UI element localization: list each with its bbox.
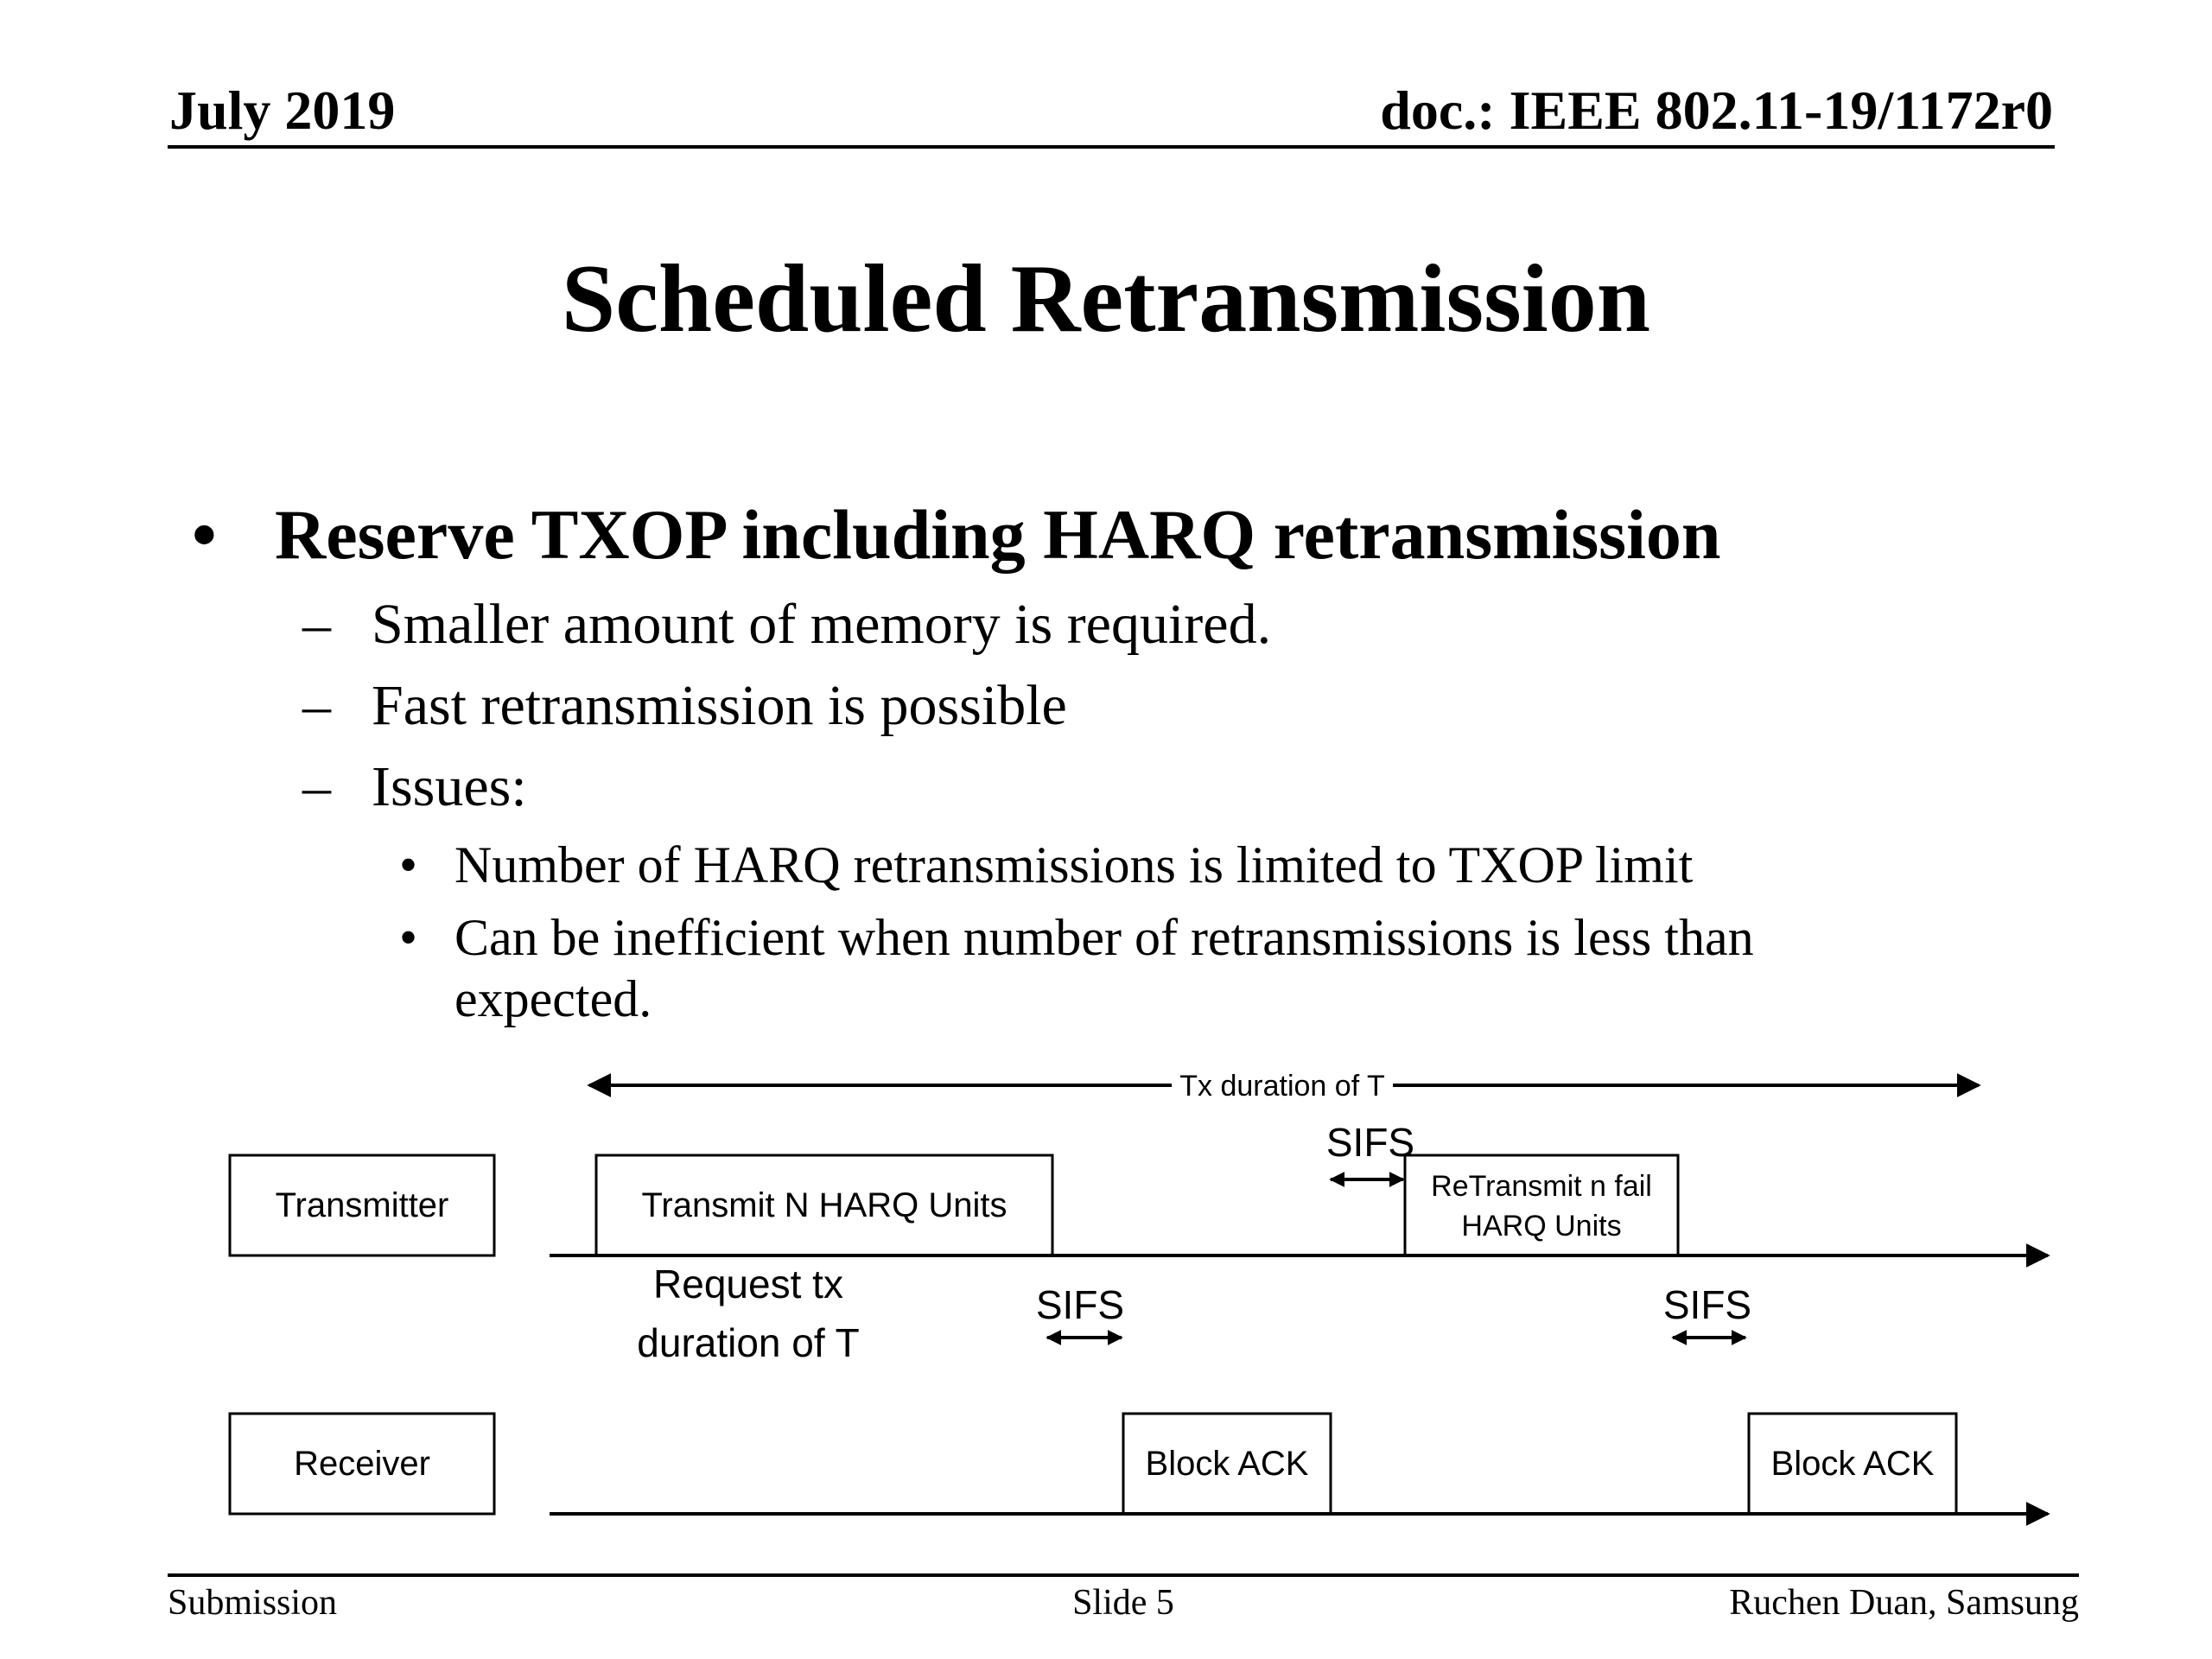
dash-marker: –: [302, 674, 331, 737]
block-ack-label-1: Block ACK: [1146, 1445, 1309, 1483]
retransmit-label-line1: ReTransmit n fail: [1431, 1170, 1652, 1203]
header-date: July 2019: [169, 79, 396, 141]
sub-item-issues: Issues:: [372, 755, 527, 818]
dash-marker: –: [302, 755, 331, 818]
footer-author: Ruchen Duan, Samsung: [1729, 1583, 2079, 1623]
bullet-main: Reserve TXOP including HARQ retransmissi…: [275, 495, 1721, 574]
block-ack-label-2: Block ACK: [1771, 1445, 1935, 1483]
transmitter-box: [228, 1154, 496, 1257]
sifs-label-mid: SIFS: [1036, 1282, 1124, 1327]
sub-item-fast: Fast retransmission is possible: [372, 674, 1067, 737]
retransmit-harq-box: [1403, 1154, 1680, 1257]
bullet-marker: •: [399, 836, 418, 893]
bullet-marker: •: [399, 909, 418, 966]
transmitter-label: Transmitter: [276, 1186, 449, 1224]
block-ack-box-1: [1122, 1412, 1332, 1516]
receiver-box: [228, 1412, 496, 1516]
receiver-label: Receiver: [294, 1445, 430, 1483]
request-label-line2: duration of T: [637, 1320, 859, 1365]
block-ack-box-2: [1747, 1412, 1958, 1516]
footer-submission: Submission: [168, 1583, 338, 1623]
sifs-label-right: SIFS: [1663, 1282, 1751, 1327]
header-doc-id: doc.: IEEE 802.11-19/1172r0: [1380, 79, 2053, 141]
slide-title: Scheduled Retransmission: [561, 245, 1651, 353]
footer-rule: [168, 1573, 2079, 1577]
sub-item-memory: Smaller amount of memory is required.: [372, 593, 1272, 656]
header-rule: [168, 145, 2055, 149]
issue-item-inefficient: Can be inefficient when number of retran…: [454, 909, 1754, 1027]
bullet-marker: •: [192, 495, 217, 574]
retransmit-label-line2: HARQ Units: [1461, 1210, 1621, 1243]
dash-marker: –: [302, 593, 331, 656]
footer-slide-number: Slide 5: [1072, 1583, 1174, 1623]
sifs-label-top: SIFS: [1326, 1120, 1414, 1165]
request-label-line1: Request tx: [653, 1262, 843, 1306]
tx-duration-label: Tx duration of T: [1179, 1070, 1385, 1103]
issue-item-limit: Number of HARQ retransmissions is limite…: [454, 836, 1694, 893]
transmit-harq-label: Transmit N HARQ Units: [641, 1186, 1007, 1224]
